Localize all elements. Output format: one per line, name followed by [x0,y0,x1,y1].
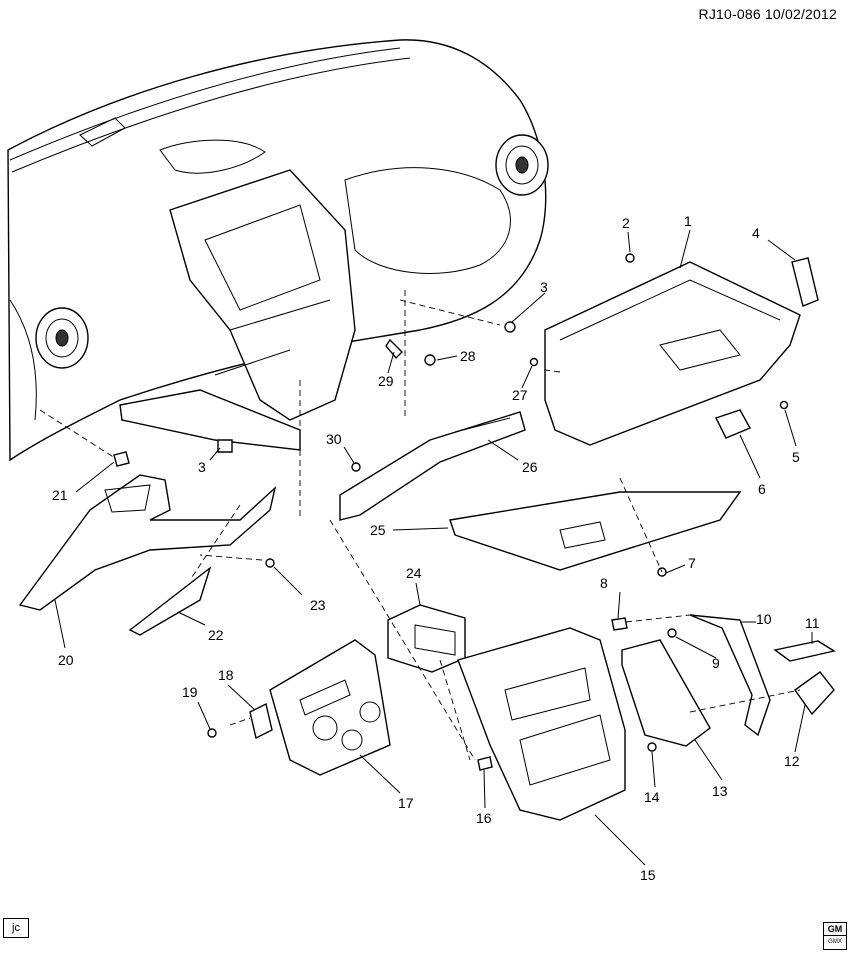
center-stack-frame [169,169,356,421]
clip-29 [385,338,403,360]
callout-12: 12 [784,753,800,769]
gm-logo-text: GM [827,924,843,934]
part-trim-10 [689,614,771,737]
callout-17: 17 [398,795,414,811]
part-center-vent [387,604,466,673]
bolt-28 [424,354,436,366]
callout-20: 20 [58,652,74,668]
part-bracket-26 [339,411,526,521]
part-cover-22 [128,566,212,636]
callout-25: 25 [370,522,386,538]
gm-logo: GM GMX [823,922,847,950]
part-bezel-18 [249,702,273,740]
callout-19: 19 [182,684,198,700]
clip-16 [477,756,493,771]
callout-9: 9 [712,655,720,671]
nut-23 [265,558,275,568]
callout-24: 24 [406,565,422,581]
clip-8 [611,617,628,631]
callout-23: 23 [310,597,326,613]
callout-18: 18 [218,667,234,683]
part-striker [715,409,751,439]
part-center-bezel [457,627,626,821]
callout-2: 2 [622,215,630,231]
callout-14: 14 [644,789,660,805]
callout-3-left: 3 [198,459,206,475]
callout-8: 8 [600,575,608,591]
nut-3-right [504,321,516,333]
callout-11: 11 [805,615,820,631]
part-insert-11 [773,640,836,662]
screw-19 [207,728,217,738]
callout-29: 29 [378,373,394,389]
callout-3-right: 3 [540,279,548,295]
callout-16: 16 [476,810,492,826]
assembly-lines [39,290,801,761]
clip-5 [779,400,789,410]
left-air-vent [35,307,89,369]
callout-30: 30 [326,431,342,447]
callout-28: 28 [460,348,476,364]
part-control-panel [269,639,391,776]
callout-26: 26 [522,459,538,475]
part-storage-tray [449,491,742,571]
callout-5: 5 [792,449,800,465]
clip-9 [667,628,677,638]
callout-10: 10 [756,611,772,627]
part-cap-12 [794,671,835,716]
nut-30 [351,462,361,472]
callout-1: 1 [684,213,692,229]
clip-21 [113,451,130,467]
callout-7: 7 [688,555,696,571]
callout-labels: 1 2 3 3 4 5 6 7 8 9 10 11 12 13 14 15 16… [52,213,820,883]
screw-2 [625,253,635,263]
leader-lines [54,229,813,866]
clip-27 [529,357,539,367]
callout-4: 4 [752,225,760,241]
callout-27: 27 [512,387,528,403]
gm-logo-subtext: GMX [824,935,846,948]
callout-15: 15 [640,867,656,883]
callout-21: 21 [52,487,68,503]
part-display-13 [621,639,711,747]
part-glove-box [544,261,801,446]
callout-6: 6 [758,481,766,497]
right-air-vent [495,134,549,196]
screw-14 [647,742,657,752]
drafter-initials: jc [3,918,29,938]
callout-22: 22 [208,627,224,643]
part-lower-trim-panel [18,474,277,611]
clip-3-left [217,439,233,453]
part-latch [791,257,819,307]
callout-13: 13 [712,783,728,799]
diagram-reference: RJ10-086 10/02/2012 [698,6,837,22]
